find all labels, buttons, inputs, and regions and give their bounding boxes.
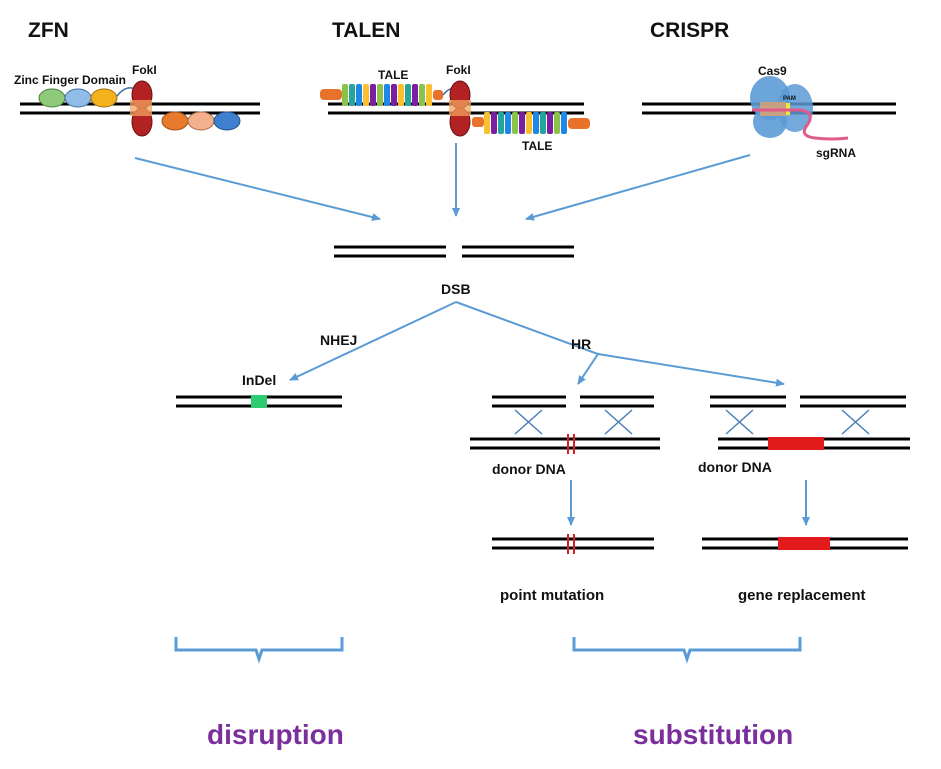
tale-terminal-domain xyxy=(472,117,484,127)
tale-repeat-array xyxy=(484,112,567,134)
tale-bottom-label: TALE xyxy=(522,139,552,153)
gene-replacement-dna xyxy=(702,537,908,550)
zinc-finger-domain xyxy=(90,88,118,108)
dsb-label: DSB xyxy=(441,281,471,297)
tale-terminal-domain xyxy=(320,89,342,100)
talen-panel: TALEN xyxy=(320,19,590,153)
sgrna-strand xyxy=(752,108,849,141)
zfn-title: ZFN xyxy=(28,19,69,42)
zfn-foki-label: FokI xyxy=(132,63,157,77)
gene-replacement-label: gene replacement xyxy=(738,587,866,604)
substitution-brace xyxy=(572,637,802,664)
zinc-finger-domain xyxy=(64,88,92,108)
hr-label: HR xyxy=(571,336,591,352)
disruption-label: disruption xyxy=(207,719,344,750)
disruption-brace xyxy=(174,637,344,664)
hr-gene-replacement-template xyxy=(710,395,910,450)
talen-title: TALEN xyxy=(332,19,400,42)
substitution-label: substitution xyxy=(633,719,793,750)
hr-point-mutation-template xyxy=(470,395,660,454)
double-strand-break xyxy=(334,245,574,258)
cas9-label: Cas9 xyxy=(758,64,787,78)
indel-dna xyxy=(176,395,342,408)
zinc-finger-domain xyxy=(213,111,241,131)
zfn-panel: ZFN Zinc Finger Domain FokI xyxy=(14,19,260,137)
tale-top-label: TALE xyxy=(378,68,408,82)
crispr-panel: CRISPR Cas9 PAM sgRNA xyxy=(642,19,896,160)
talen-cut-site xyxy=(449,100,471,116)
tale-repeat-array xyxy=(342,84,432,106)
zfn-cut-site xyxy=(130,100,152,116)
zinc-finger-domain xyxy=(38,88,66,108)
zinc-finger-domain xyxy=(187,111,215,131)
donor-dna-left-label: donor DNA xyxy=(492,461,566,477)
indel-label: InDel xyxy=(242,372,276,388)
hr-gene-replacement-arrow xyxy=(597,353,785,387)
sgrna-label: sgRNA xyxy=(816,146,856,160)
nhej-label: NHEJ xyxy=(320,332,357,348)
crispr-to-dsb-arrow xyxy=(525,154,751,221)
nhej-arrow xyxy=(289,301,457,381)
donor-dna-right-label: donor DNA xyxy=(698,459,772,475)
crispr-title: CRISPR xyxy=(650,19,729,42)
pam-label: PAM xyxy=(783,96,796,102)
zfn-to-dsb-arrow xyxy=(134,157,381,221)
zinc-finger-domain-label: Zinc Finger Domain xyxy=(14,73,126,87)
tale-terminal-domain xyxy=(433,90,443,100)
point-mutation-dna xyxy=(492,534,654,554)
zinc-finger-domain xyxy=(161,111,189,131)
tale-terminal-domain xyxy=(568,118,590,129)
talen-foki-label: FokI xyxy=(446,63,471,77)
point-mutation-label: point mutation xyxy=(500,587,604,604)
